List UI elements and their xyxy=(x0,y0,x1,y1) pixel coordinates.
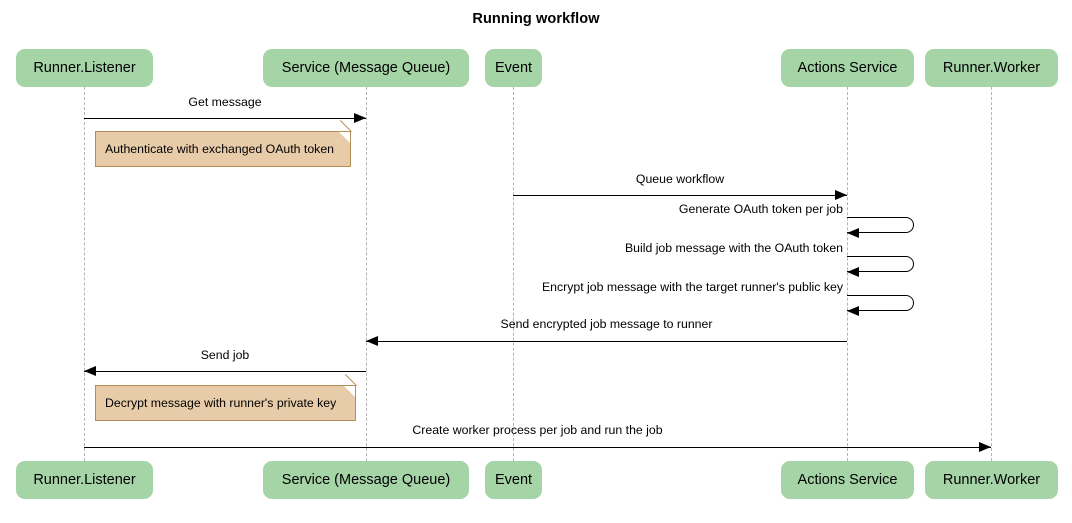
participant-label: Actions Service xyxy=(797,60,898,76)
message-label-create-worker-process-per-job-and-run-the-job: Create worker process per job and run th… xyxy=(412,423,663,437)
message-label-queue-workflow: Queue workflow xyxy=(635,172,725,186)
message-line-send-encrypted-job-message-to-runner[interactable] xyxy=(366,341,847,342)
note-fold-line xyxy=(339,120,351,132)
self-message-loop-build-job-message-with-the-oauth-token[interactable] xyxy=(847,256,914,272)
note-fold-icon xyxy=(344,386,355,397)
participant-label: Service (Message Queue) xyxy=(281,60,451,76)
participant-event[interactable]: Event xyxy=(485,49,542,87)
participant-runner-listener[interactable]: Runner.Listener xyxy=(16,49,153,87)
message-label-encrypt-job-message-with-the-target-runners-public-key: Encrypt job message with the target runn… xyxy=(541,280,843,294)
note-fold-icon xyxy=(339,132,350,143)
message-line-create-worker-process-per-job-and-run-the-job[interactable] xyxy=(84,447,991,448)
participant-label: Runner.Listener xyxy=(33,60,136,76)
participant-label: Runner.Worker xyxy=(942,60,1041,76)
arrowhead-queue-workflow xyxy=(835,190,847,201)
arrowhead-send-job xyxy=(84,366,96,377)
participant-label: Service (Message Queue) xyxy=(281,472,451,488)
arrowhead-create-worker-process-per-job-and-run-the-job xyxy=(979,442,991,453)
participant-service-message-queue[interactable]: Service (Message Queue) xyxy=(263,461,469,499)
note-label: Decrypt message with runner's private ke… xyxy=(105,396,337,410)
message-label-send-job: Send job xyxy=(200,348,250,362)
participant-runner-listener[interactable]: Runner.Listener xyxy=(16,461,153,499)
note-fold-line xyxy=(344,374,356,386)
note-label: Authenticate with exchanged OAuth token xyxy=(105,142,335,156)
participant-actions-service[interactable]: Actions Service xyxy=(781,461,914,499)
arrowhead-encrypt-job-message-with-the-target-runners-public-key xyxy=(847,305,859,316)
message-label-build-job-message-with-the-oauth-token: Build job message with the OAuth token xyxy=(624,241,843,255)
self-message-loop-generate-oauth-token-per-job[interactable] xyxy=(847,217,914,233)
message-line-get-message[interactable] xyxy=(84,118,366,119)
participant-actions-service[interactable]: Actions Service xyxy=(781,49,914,87)
arrowhead-send-encrypted-job-message-to-runner xyxy=(366,336,378,347)
page-title: Running workflow xyxy=(472,11,600,27)
lifeline-runner-worker xyxy=(990,87,992,461)
participant-label: Actions Service xyxy=(797,472,898,488)
arrowhead-get-message xyxy=(354,113,366,124)
message-label-get-message: Get message xyxy=(188,95,262,109)
note-decrypt-note: Decrypt message with runner's private ke… xyxy=(95,374,356,421)
message-label-send-encrypted-job-message-to-runner: Send encrypted job message to runner xyxy=(500,317,713,331)
lifeline-runner-listener xyxy=(83,87,85,461)
participant-runner-worker[interactable]: Runner.Worker xyxy=(925,49,1058,87)
arrowhead-generate-oauth-token-per-job xyxy=(847,227,859,238)
participant-service-message-queue[interactable]: Service (Message Queue) xyxy=(263,49,469,87)
lifeline-service-message-queue xyxy=(365,87,367,461)
lifeline-event xyxy=(512,87,514,461)
message-line-send-job[interactable] xyxy=(84,371,366,372)
self-message-loop-encrypt-job-message-with-the-target-runners-public-key[interactable] xyxy=(847,295,914,311)
participant-label: Runner.Worker xyxy=(942,472,1041,488)
participant-event[interactable]: Event xyxy=(485,461,542,499)
message-label-generate-oauth-token-per-job: Generate OAuth token per job xyxy=(678,202,843,216)
message-line-queue-workflow[interactable] xyxy=(513,195,847,196)
participant-label: Event xyxy=(494,60,533,76)
arrowhead-build-job-message-with-the-oauth-token xyxy=(847,266,859,277)
participant-runner-worker[interactable]: Runner.Worker xyxy=(925,461,1058,499)
note-authenticate-note: Authenticate with exchanged OAuth token xyxy=(95,120,351,167)
participant-label: Runner.Listener xyxy=(33,472,136,488)
participant-label: Event xyxy=(494,472,533,488)
